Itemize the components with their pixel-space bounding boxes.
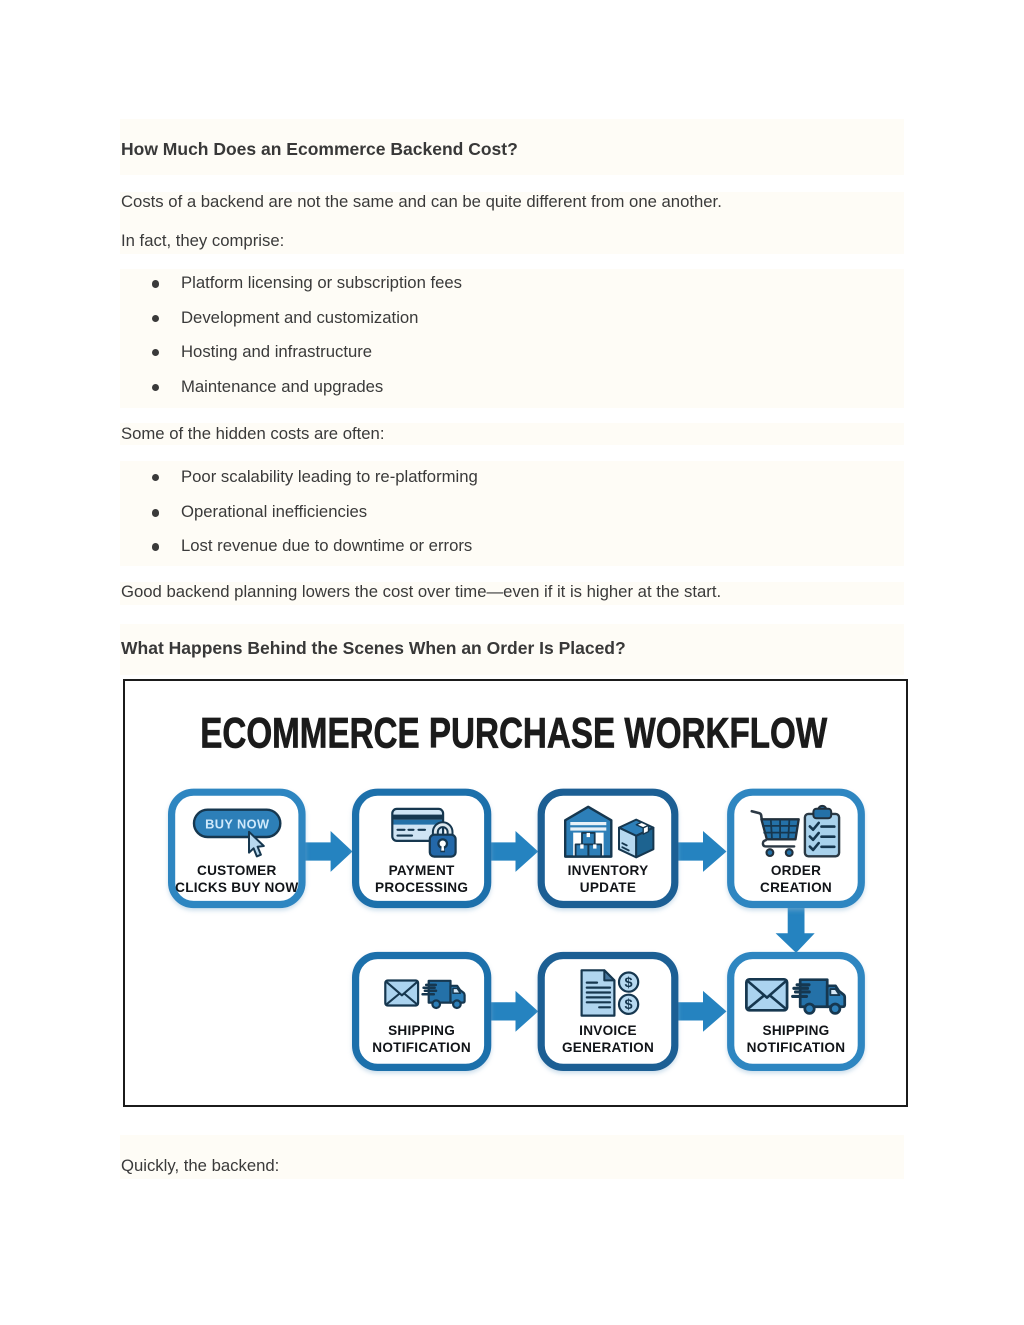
svg-text:SHIPPING: SHIPPING: [388, 1023, 455, 1038]
svg-text:CREATION: CREATION: [760, 880, 832, 895]
svg-text:INVOICE: INVOICE: [579, 1023, 637, 1038]
svg-text:ORDER: ORDER: [771, 863, 821, 878]
svg-text:PAYMENT: PAYMENT: [389, 863, 455, 878]
svg-text:GENERATION: GENERATION: [562, 1040, 654, 1055]
svg-text:ECOMMERCE PURCHASE WORKFLOW: ECOMMERCE PURCHASE WORKFLOW: [200, 709, 828, 757]
svg-text:SHIPPING: SHIPPING: [763, 1023, 830, 1038]
svg-text:CLICKS BUY NOW: CLICKS BUY NOW: [175, 880, 298, 895]
svg-text:$: $: [625, 997, 633, 1013]
svg-text:NOTIFICATION: NOTIFICATION: [747, 1040, 846, 1055]
svg-text:UPDATE: UPDATE: [580, 880, 636, 895]
svg-text:NOTIFICATION: NOTIFICATION: [372, 1040, 471, 1055]
svg-text:CUSTOMER: CUSTOMER: [197, 863, 277, 878]
svg-text:$: $: [625, 975, 633, 991]
svg-text:INVENTORY: INVENTORY: [568, 863, 649, 878]
svg-text:BUY NOW: BUY NOW: [205, 817, 270, 832]
svg-text:PROCESSING: PROCESSING: [375, 880, 468, 895]
